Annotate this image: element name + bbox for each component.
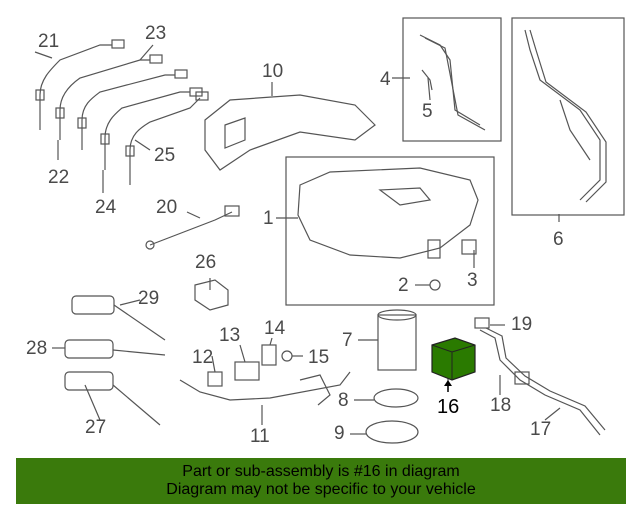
callout-7[interactable]: 7	[342, 330, 353, 351]
banner-line-1: Part or sub-assembly is #16 in diagram	[182, 463, 460, 480]
callout-17[interactable]: 17	[530, 419, 552, 440]
callout-13[interactable]: 13	[219, 325, 241, 346]
callout-10[interactable]: 10	[262, 61, 284, 82]
callout-3[interactable]: 3	[467, 270, 478, 291]
callout-22[interactable]: 22	[48, 167, 70, 188]
sensors-27-29	[64, 295, 166, 426]
hose-17	[479, 329, 601, 436]
fuel-pump	[377, 314, 417, 371]
callout-14[interactable]: 14	[264, 318, 286, 339]
callout-4[interactable]: 4	[380, 69, 391, 90]
callout-21[interactable]: 21	[38, 31, 60, 52]
callout-25[interactable]: 25	[154, 145, 176, 166]
callout-29[interactable]: 29	[138, 288, 160, 309]
fuel-tank-box	[285, 156, 495, 306]
callout-11[interactable]: 11	[250, 426, 270, 447]
bracket-26	[194, 279, 229, 311]
fuel-tank	[297, 167, 479, 259]
callout-27[interactable]: 27	[85, 417, 107, 438]
callout-28[interactable]: 28	[26, 338, 48, 359]
callout-23[interactable]: 23	[145, 23, 167, 44]
seal-ring	[373, 388, 419, 408]
callout-19[interactable]: 19	[511, 314, 533, 335]
harness-11	[179, 371, 351, 401]
callout-18[interactable]: 18	[490, 395, 512, 416]
callout-20[interactable]: 20	[156, 197, 178, 218]
callout-2[interactable]: 2	[398, 275, 409, 296]
callout-26[interactable]: 26	[195, 252, 217, 273]
heat-shield	[204, 94, 376, 171]
callout-15[interactable]: 15	[308, 347, 330, 368]
callout-16[interactable]: 16	[437, 396, 460, 418]
callout-8[interactable]: 8	[338, 390, 349, 411]
sensor-20	[149, 211, 233, 246]
banner-line-2: Diagram may not be specific to your vehi…	[166, 481, 476, 498]
callout-5[interactable]: 5	[422, 101, 433, 122]
oxygen-sensors	[35, 39, 209, 185]
callout-12[interactable]: 12	[192, 347, 214, 368]
part-16-module[interactable]	[431, 337, 476, 392]
callout-9[interactable]: 9	[334, 423, 345, 444]
info-banner: Part or sub-assembly is #16 in diagram D…	[16, 458, 626, 504]
fuel-line-box-6	[511, 17, 625, 216]
callout-6[interactable]: 6	[553, 229, 564, 250]
callout-1[interactable]: 1	[263, 208, 274, 229]
lock-ring	[365, 420, 419, 444]
fuel-line-box-4	[402, 17, 502, 142]
callout-24[interactable]: 24	[95, 197, 117, 218]
